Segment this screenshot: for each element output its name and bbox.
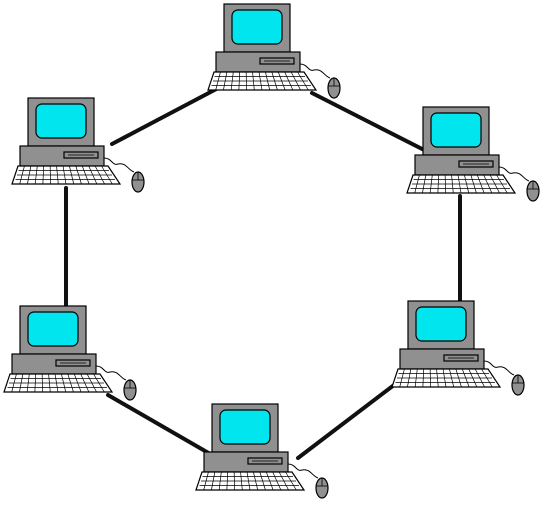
network-link-6	[110, 84, 224, 146]
keyboard-icon	[195, 471, 306, 491]
keyboard-icon	[391, 368, 502, 388]
screen	[415, 306, 467, 342]
keyboard-icon	[11, 165, 122, 185]
system-unit	[215, 51, 301, 73]
computer-bottom	[195, 403, 329, 499]
monitor	[407, 300, 475, 350]
keyboard-icon	[3, 373, 114, 393]
keyboard-icon	[207, 71, 318, 91]
mouse-icon	[483, 360, 525, 396]
screen	[219, 409, 271, 445]
computer-lower-right	[391, 300, 525, 396]
screen	[231, 9, 283, 45]
keyboard-icon	[406, 174, 517, 194]
network-link-4	[106, 393, 214, 457]
monitor	[223, 3, 291, 53]
ring-links	[64, 84, 462, 460]
computer-lower-left	[3, 305, 137, 401]
system-unit	[414, 154, 500, 176]
system-unit	[203, 451, 289, 473]
computer-upper-left	[11, 97, 145, 193]
mouse-icon	[287, 463, 329, 499]
system-unit	[11, 353, 97, 375]
network-link-3	[296, 380, 400, 460]
mouse-icon	[103, 157, 145, 193]
mouse-icon	[299, 63, 341, 99]
monitor	[19, 305, 87, 355]
screen	[27, 311, 79, 347]
ring-nodes	[3, 3, 540, 499]
network-link-1	[310, 91, 434, 156]
monitor	[211, 403, 279, 453]
screen	[35, 103, 87, 139]
system-unit	[399, 348, 485, 370]
monitor	[27, 97, 95, 147]
mouse-icon	[95, 365, 137, 401]
mouse-icon	[498, 166, 540, 202]
system-unit	[19, 145, 105, 167]
computer-upper-right	[406, 106, 540, 202]
computer-top	[207, 3, 341, 99]
monitor	[422, 106, 490, 156]
screen	[430, 112, 482, 148]
